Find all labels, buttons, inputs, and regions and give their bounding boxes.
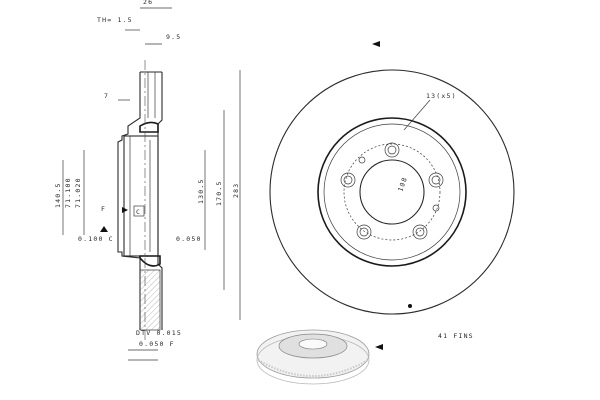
label-runout: 0.050 F <box>139 340 175 348</box>
label-108: 108 <box>396 176 409 193</box>
leader-bolt <box>403 99 431 131</box>
locating-hole <box>358 156 366 164</box>
label-seven: 7 <box>104 92 109 100</box>
hat-outer-circle <box>317 117 467 267</box>
perspective-view <box>256 329 370 385</box>
label-130: 130.5 <box>197 178 205 204</box>
bolt-hole-inner <box>415 227 425 237</box>
label-fins: 41 FINS <box>438 332 474 340</box>
lower-flange <box>139 255 161 267</box>
label-tol-right: 0.050 <box>176 235 202 243</box>
datum-arrow-c <box>122 207 128 213</box>
hat-section <box>123 135 159 257</box>
hatched-section <box>139 269 161 331</box>
label-datum-c: C <box>136 208 141 216</box>
arrow-marker-bottom <box>375 344 383 350</box>
disc-3d-bore <box>298 338 328 350</box>
bolt-hole-inner <box>431 175 441 185</box>
disc-3d-fins <box>257 359 369 377</box>
bolt-circle-hint <box>343 143 441 241</box>
datum-box-c <box>133 205 145 217</box>
cross-section-view <box>62 7 241 361</box>
label-dtv: DTV 0.015 <box>136 329 182 337</box>
label-datum-f: F <box>101 205 106 213</box>
bolt-holes <box>340 142 444 240</box>
bolt-hole <box>384 142 400 158</box>
locating-hole <box>432 204 440 212</box>
label-tol-c: 0.100 C <box>78 235 114 243</box>
label-283: 283 <box>232 183 240 198</box>
bolt-hole <box>340 172 356 188</box>
upper-flange <box>139 121 159 133</box>
hub-outline-left <box>117 72 141 330</box>
label-71-020: 71.020 <box>74 177 82 208</box>
label-top-dim: 26 <box>143 0 153 6</box>
bolt-hole-inner <box>359 227 369 237</box>
marker-dot <box>408 304 412 308</box>
bolt-hole <box>428 172 444 188</box>
center-bore <box>359 159 425 225</box>
label-width: 9.5 <box>166 33 181 41</box>
bolt-hole-inner <box>343 175 353 185</box>
disc-outer-circle <box>269 69 515 315</box>
hat-step-circle <box>323 123 461 261</box>
bolt-hole <box>412 224 428 240</box>
label-170: 170.5 <box>215 180 223 206</box>
arrow-marker-top <box>372 41 380 47</box>
label-71-100: 71.100 <box>64 177 72 208</box>
datum-triangle-f <box>100 226 108 232</box>
front-view <box>269 41 515 350</box>
bolt-hole <box>356 224 372 240</box>
label-th: TH= 1.5 <box>97 16 133 24</box>
label-140: 140.5 <box>54 182 62 208</box>
bolt-hole-inner <box>387 145 397 155</box>
label-bolt-count: 13(x5) <box>426 92 457 100</box>
